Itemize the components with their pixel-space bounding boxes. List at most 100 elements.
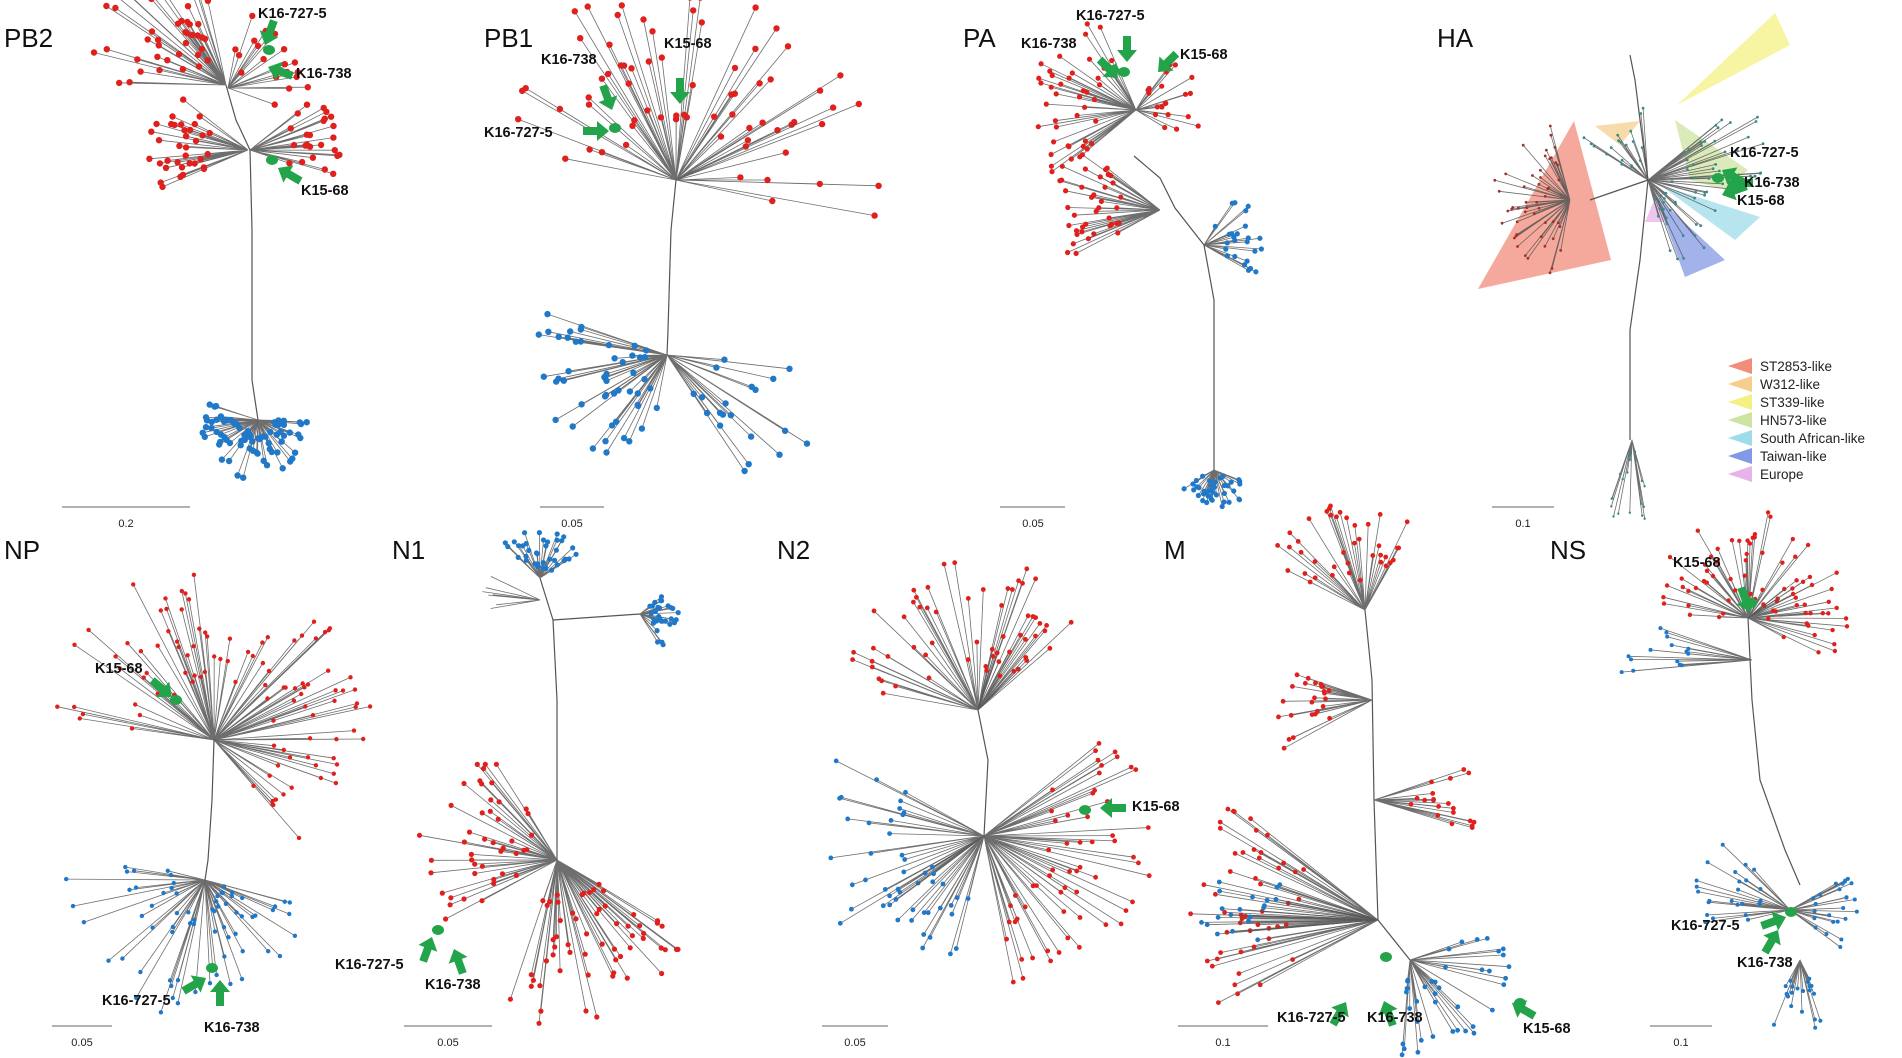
tree-tips-pa-bottom — [1181, 473, 1243, 510]
tree-branches-m-lower-left-blue — [1201, 881, 1379, 941]
callout-label-ha-k16-738: K16-738 — [1744, 175, 1800, 191]
ha-region-south-african — [1660, 185, 1760, 240]
tree-branches-m-lower-right — [1401, 938, 1510, 1055]
tree-branch — [204, 739, 215, 881]
tree-tips-n1-lower-left — [416, 761, 535, 922]
tree-branches-pb1-right — [675, 103, 879, 216]
callout-arrow-ns-k16-738 — [1761, 930, 1781, 955]
tree-tips-n2-left — [828, 758, 921, 926]
tree-branches-n1-lower-left — [419, 764, 558, 920]
callout-label-np-k16-738: K16-738 — [204, 1020, 260, 1036]
tree-branches-ha-bottom — [1610, 439, 1646, 519]
tree-branches-pb2-mid-left — [149, 99, 249, 188]
ha-legend-item-2: ST339-like — [1728, 394, 1825, 410]
tree-tips-n2-upper — [850, 560, 1074, 696]
callout-arrow-pb1-k16-738 — [598, 84, 618, 110]
callout-arrow-m-k16-738 — [1378, 1001, 1398, 1027]
tree-tips-pb2-upper — [90, 0, 212, 87]
tree-branches-pb2-upper — [93, 0, 227, 86]
tree-branch — [225, 84, 259, 421]
ha-legend-item-1: W312-like — [1728, 376, 1820, 392]
ha-legend-swatch-1 — [1728, 376, 1752, 392]
tree-branches-n2-lower-right — [983, 835, 1081, 983]
ha-legend-item-0: ST2853-like — [1728, 358, 1832, 374]
panel-title-m: M — [1164, 535, 1186, 565]
ha-legend-item-5: Taiwan-like — [1728, 448, 1827, 464]
tree-branch — [1747, 617, 1801, 886]
tree-branches-np-mid-right — [213, 739, 338, 839]
tree-branches-n2-upper-right — [977, 605, 1051, 711]
callout-marker-pb2-k15-68 — [266, 155, 278, 165]
ha-legend-item-4: South African-like — [1728, 430, 1865, 446]
tree-branches-n1-top — [505, 532, 577, 579]
callout-label-m-k16-738: K16-738 — [1367, 1010, 1423, 1026]
callout-label-m-k16-727-5: K16-727-5 — [1277, 1010, 1346, 1026]
callout-label-n1-k16-738: K16-738 — [425, 977, 481, 993]
callout-arrow-pb1-k15-68 — [670, 78, 690, 104]
tree-tips-ns-lower-left — [1694, 842, 1763, 925]
ha-region-st2853 — [1478, 121, 1611, 289]
callout-arrow-m-k16-727-5 — [1329, 1002, 1349, 1027]
tree-branches-m-top — [1277, 505, 1408, 611]
ha-legend: ST2853-like W312-like ST339-like HN573-l… — [1728, 358, 1865, 482]
tree-branches-pb1-upper — [518, 0, 841, 181]
panel-title-pb2: PB2 — [4, 23, 53, 53]
tree-tips-pa-mid — [1057, 152, 1124, 256]
callout-label-np-k15-68: K15-68 — [95, 661, 143, 677]
tree-tips-m-top — [1275, 503, 1410, 585]
panel-title-n1: N1 — [392, 535, 425, 565]
tree-pa — [1035, 21, 1264, 510]
callout-arrow-ha-k15-68 — [1722, 181, 1748, 201]
ha-region-st339 — [1677, 13, 1790, 105]
ha-legend-item-3: HN573-like — [1728, 412, 1827, 428]
scale-bar-n2: 0.05 — [822, 1025, 888, 1049]
callout-arrow-np-k16-727-5 — [181, 975, 206, 995]
callout-label-pb2-k16-727-5: K16-727-5 — [258, 6, 327, 22]
callout-label-np-k16-727-5: K16-727-5 — [102, 993, 171, 1009]
tree-tips-ns-bottom — [1772, 976, 1823, 1030]
tree-branches-m-mid-right — [1373, 769, 1475, 828]
callout-marker-np — [206, 963, 218, 973]
tree-tips-pb2-lower-left — [199, 401, 256, 481]
tree-branches-pb2-lower-left — [202, 404, 259, 478]
callout-marker-n2-k15-68 — [1079, 805, 1091, 815]
callout-label-pa-k15-68: K15-68 — [1180, 47, 1228, 63]
ha-region-europe — [1645, 198, 1665, 222]
tree-branches-ha-st2853 — [1494, 125, 1571, 273]
callout-marker-m — [1380, 952, 1392, 962]
tree-tips-n2-lower-right — [1004, 883, 1083, 985]
tree-branches-pa-right — [1203, 202, 1262, 273]
scale-label-n2: 0.05 — [844, 1037, 865, 1049]
scale-label-n1: 0.05 — [437, 1037, 458, 1049]
callout-label-ha-k16-727-5: K16-727-5 — [1730, 145, 1799, 161]
scale-label-pb1: 0.05 — [561, 518, 582, 530]
tree-n1 — [416, 529, 681, 1026]
ha-legend-label-6: Europe — [1760, 467, 1804, 482]
tree-tips-np-lower-right — [207, 884, 298, 987]
tree-branch — [1629, 54, 1649, 181]
callout-arrow-ns-k15-68 — [1736, 586, 1756, 612]
scale-bar-pb1: 0.05 — [540, 506, 604, 530]
scale-bar-m: 0.1 — [1178, 1025, 1268, 1049]
tree-tips-np-upper-right — [233, 619, 373, 742]
tree-branches-n2-lower-left — [889, 835, 985, 955]
tree-branches-np-upper-right — [213, 621, 371, 741]
ha-region-w312 — [1595, 121, 1640, 145]
callout-label-pa-k16-738: K16-738 — [1021, 36, 1077, 52]
callout-marker-ns — [1785, 907, 1797, 917]
tree-tips-pa-right — [1212, 200, 1264, 275]
panel-title-pb1: PB1 — [484, 23, 533, 53]
ha-legend-label-5: Taiwan-like — [1760, 449, 1827, 464]
ha-legend-swatch-0 — [1728, 358, 1752, 374]
callout-marker-pb1-k16-727-5 — [609, 123, 621, 133]
tree-branches-ha-east — [1647, 116, 1764, 181]
callout-arrow-np-k16-738 — [210, 980, 230, 1006]
callout-marker-n1 — [432, 925, 444, 935]
tree-branches-n2-left — [830, 760, 985, 924]
tree-branches-pa-upper — [1038, 23, 1137, 172]
callout-label-n1-k16-727-5: K16-727-5 — [335, 957, 404, 973]
tree-branches-pb1-lower-right — [666, 354, 808, 472]
callout-label-n2-k15-68: K15-68 — [1132, 799, 1180, 815]
tree-branch — [552, 613, 641, 621]
callout-arrow-ns-k16-727-5 — [1760, 911, 1786, 931]
